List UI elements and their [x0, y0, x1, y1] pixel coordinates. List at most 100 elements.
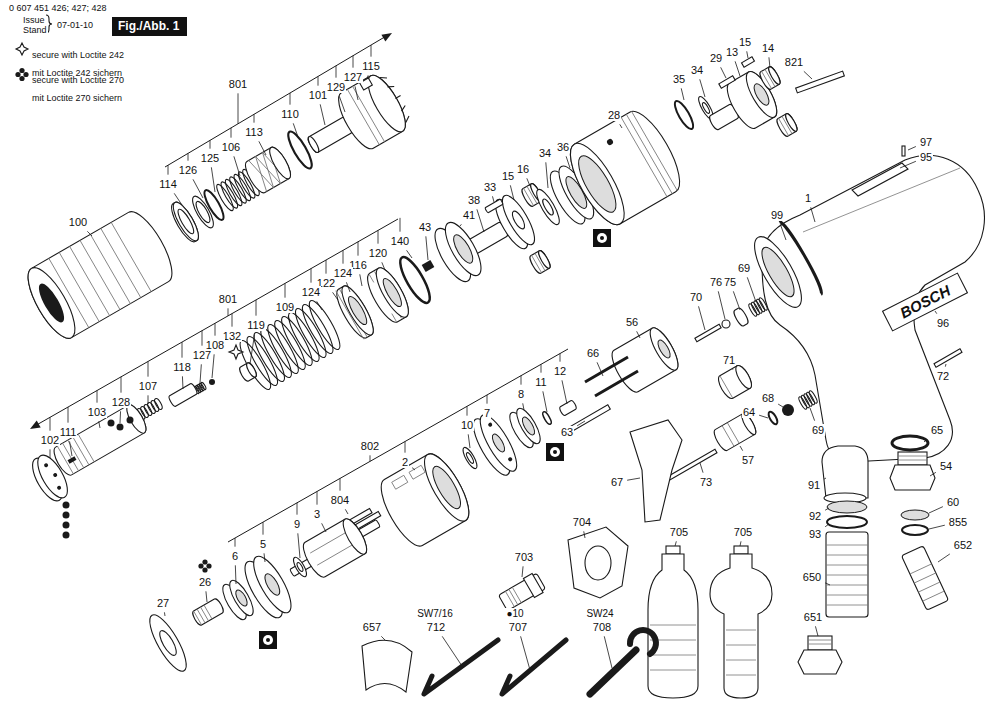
fitting [505, 587, 521, 607]
leader-line [412, 468, 415, 470]
plug [720, 376, 733, 399]
loctite-270-symbol [19, 76, 24, 81]
leader-line [747, 277, 756, 302]
washer [701, 102, 710, 114]
band [779, 219, 825, 294]
callout-number: 124 [301, 286, 321, 299]
ball-bearing [428, 218, 487, 287]
leader-line [477, 209, 484, 232]
callout-number: 119 [246, 319, 266, 332]
leader-line [562, 380, 567, 404]
flange [56, 485, 61, 490]
bracket-line [30, 421, 41, 430]
wrench [590, 630, 656, 694]
ball-bearing [505, 405, 544, 451]
end-plate [247, 551, 298, 617]
rotor [282, 506, 389, 591]
pin [796, 71, 845, 93]
pin [719, 76, 735, 88]
callout-number: 75 [723, 276, 737, 289]
leader-line [264, 553, 266, 562]
leader-line [311, 269, 312, 283]
hose-fitting [901, 546, 948, 611]
spring [803, 393, 813, 407]
callout-number: 100 [68, 216, 88, 229]
leader-line [68, 407, 69, 423]
callout-number: 15 [501, 170, 515, 183]
shaft [306, 135, 320, 154]
leader-line [637, 331, 640, 338]
leader-line [121, 377, 122, 393]
spring [256, 325, 296, 380]
o-ring [767, 410, 779, 425]
washer [541, 198, 555, 217]
leader-line [336, 66, 337, 78]
spring [298, 301, 338, 356]
circlip [201, 188, 227, 222]
leader-line [487, 395, 488, 404]
leader-line [317, 491, 318, 504]
pin [695, 324, 721, 341]
cylinder [428, 463, 466, 513]
leader-line [735, 61, 740, 76]
leader-line [148, 361, 149, 376]
plug [798, 650, 842, 674]
leader-line [339, 96, 345, 112]
spring [800, 394, 810, 408]
flange [43, 463, 48, 468]
leader-line [522, 566, 523, 577]
sleeve [242, 144, 295, 195]
callout-number: 704 [572, 516, 592, 529]
washer [291, 555, 309, 578]
bracket-line [381, 33, 392, 42]
ball [108, 420, 115, 427]
callout-number: 73 [699, 476, 713, 489]
leader-line [597, 362, 603, 376]
ball [127, 417, 134, 424]
leader-line [824, 478, 826, 479]
leader-line [188, 153, 189, 160]
clutch-hub [332, 70, 412, 153]
callout-number: 97 [919, 136, 933, 149]
cylinder [392, 475, 408, 489]
fitting [898, 456, 927, 460]
leader-line [320, 104, 325, 125]
clip [422, 260, 435, 272]
leader-line [182, 376, 184, 389]
washer [291, 555, 309, 578]
hex-key [424, 640, 498, 694]
leader-line [254, 114, 255, 122]
spring [755, 298, 765, 312]
callout-number: 70 [689, 291, 703, 304]
callout-number: 657 [362, 621, 382, 634]
leader-line [675, 541, 676, 546]
leader-line [700, 79, 705, 97]
ring-gear [560, 104, 689, 232]
pin [934, 349, 962, 367]
o-ring [767, 410, 779, 425]
callout-number: 72 [936, 370, 950, 383]
leader-line [718, 291, 725, 319]
leader-line [120, 411, 122, 423]
callout-number: 68 [761, 392, 775, 405]
spindle [50, 402, 149, 478]
o-ring [892, 436, 928, 450]
callout-number: 651 [803, 611, 823, 624]
valve-sleeve [607, 324, 683, 396]
grease-symbol [593, 229, 611, 247]
muffler [826, 545, 868, 605]
callout-number: 76 [709, 276, 723, 289]
callout-number: 99 [770, 209, 784, 222]
callout-number: 11 [534, 376, 547, 389]
grease-symbol [550, 447, 560, 457]
leader-line [407, 250, 412, 258]
needle-bearing [331, 282, 378, 341]
pin [570, 405, 611, 431]
leader-line [523, 403, 524, 410]
end-plate [474, 410, 523, 475]
spring [805, 391, 815, 405]
leader-line [288, 316, 290, 322]
washer [541, 411, 552, 426]
callout-number: 118 [172, 361, 192, 374]
